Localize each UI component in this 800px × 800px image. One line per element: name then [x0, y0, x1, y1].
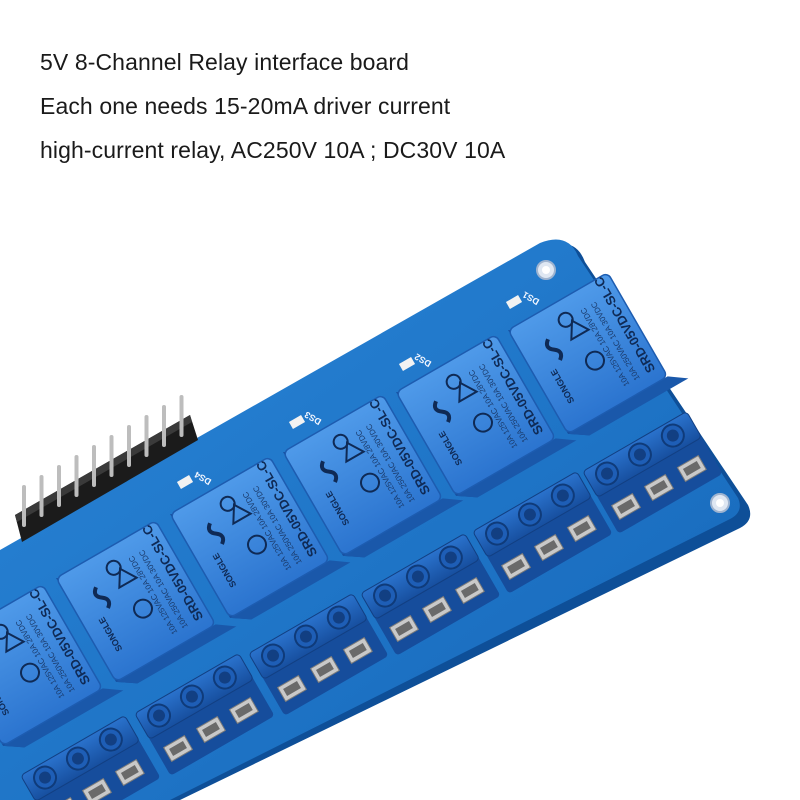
warning-triangle-icon: [458, 381, 479, 404]
cqc-mark-icon: [19, 662, 40, 683]
ul-mark-icon: [219, 495, 236, 512]
led-ds1: [505, 295, 523, 309]
screw-terminal-5: [135, 654, 274, 775]
led-ds3: [288, 415, 306, 429]
cqc-mark-icon: [133, 598, 153, 619]
screw-terminal-1: [583, 412, 722, 533]
songle-logo-icon: [206, 522, 226, 545]
warning-triangle-icon: [5, 631, 26, 654]
led-ds2: [398, 357, 416, 371]
ul-mark-icon: [105, 559, 122, 576]
led-ds4: [176, 475, 194, 489]
screw-terminal-3: [361, 534, 500, 655]
songle-logo-icon: [544, 338, 564, 361]
warning-triangle-icon: [118, 567, 139, 590]
warning-triangle-icon: [570, 319, 591, 342]
songle-logo-icon: [432, 400, 452, 423]
warning-triangle-icon: [232, 503, 253, 526]
ul-mark-icon: [332, 433, 349, 450]
songle-logo-icon: [92, 586, 112, 609]
screw-terminal-2: [473, 472, 612, 593]
cqc-mark-icon: [585, 350, 605, 371]
cqc-mark-icon: [247, 534, 267, 555]
ul-mark-icon: [0, 623, 9, 640]
ul-mark-icon: [445, 373, 462, 390]
mounting-hole-center: [716, 499, 724, 507]
pin-header: [15, 395, 198, 542]
warning-triangle-icon: [345, 441, 366, 464]
songle-logo-icon: [319, 460, 339, 483]
mounting-hole-center: [542, 266, 550, 274]
caption-driver-current: Each one needs 15-20mA driver current: [40, 93, 451, 119]
cqc-mark-icon: [473, 412, 493, 433]
screw-terminal-6: [21, 716, 160, 800]
cqc-mark-icon: [360, 472, 380, 493]
caption-title: 5V 8-Channel Relay interface board: [40, 49, 410, 75]
ul-mark-icon: [557, 311, 574, 328]
caption-block: 5V 8-Channel Relay interface board Each …: [40, 40, 505, 172]
screw-terminal-row: [21, 412, 722, 800]
caption-relay-rating: high-current relay, AC250V 10A ; DC30V 1…: [40, 137, 506, 163]
screw-terminal-4: [249, 594, 388, 715]
